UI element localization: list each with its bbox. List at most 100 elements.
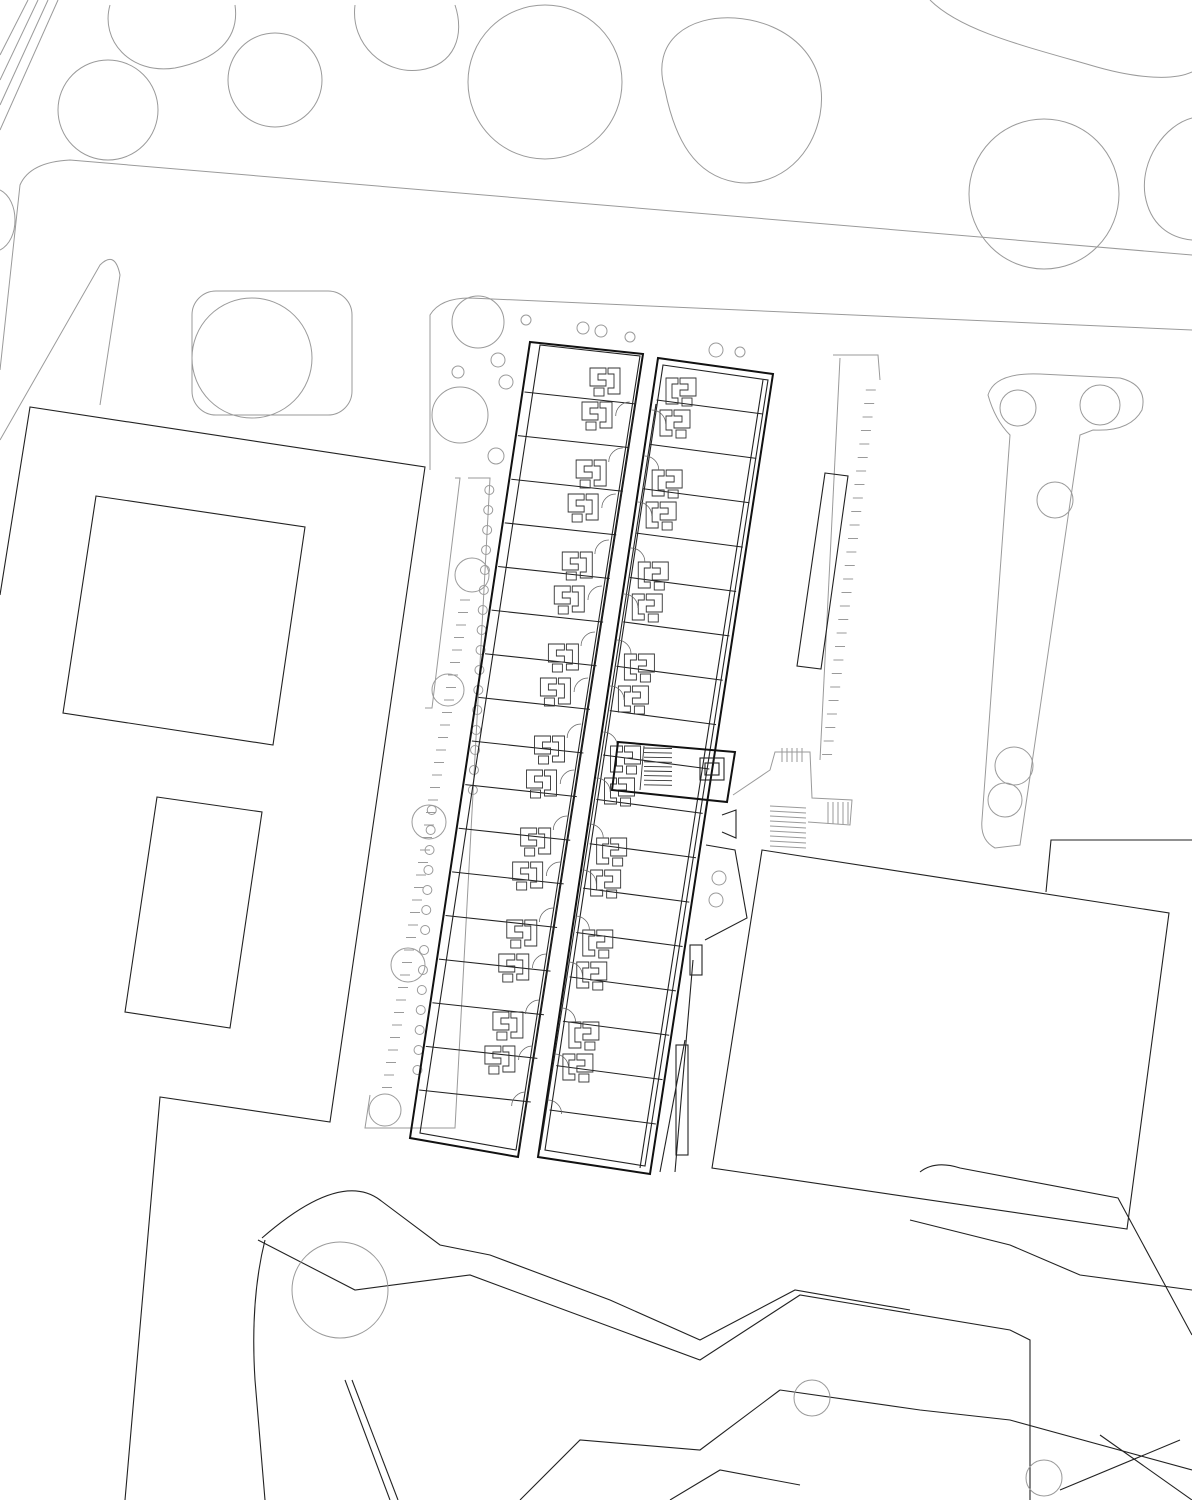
shrub: [415, 1005, 426, 1015]
bathroom-pod: [631, 593, 663, 623]
tree-canopy: [987, 782, 1023, 818]
shrub: [413, 1045, 424, 1055]
road-edge: [0, 159, 1192, 371]
bathroom-pod: [567, 493, 599, 523]
tree-canopy: [431, 673, 465, 707]
tree-canopy: [57, 59, 159, 161]
garden-path-right: [981, 373, 1144, 849]
tree-canopy: [431, 386, 489, 444]
bathroom-pod-wall: [623, 653, 637, 681]
bathroom-pod: [604, 777, 635, 807]
bathroom-pod: [520, 827, 552, 857]
bathroom-fixture: [675, 429, 687, 439]
bathroom-pod-wall: [575, 459, 593, 479]
stair-tread: [769, 820, 807, 824]
bathroom-pod-wall: [651, 561, 669, 581]
bathroom-fixture: [488, 1065, 500, 1075]
bathroom-fixture: [557, 605, 569, 615]
stair: [769, 748, 849, 849]
door-swing: [580, 631, 596, 647]
bathroom-fixture: [585, 421, 597, 431]
tree-canopy: [520, 314, 532, 326]
bathroom-pod-wall: [599, 401, 613, 429]
parking-right: [796, 354, 881, 761]
stair-tread: [643, 752, 673, 754]
bathroom-pod: [534, 735, 565, 765]
bathroom-pod-wall: [568, 1021, 582, 1049]
tree-canopy: [467, 4, 623, 160]
bathroom-pod-wall: [562, 1053, 576, 1081]
door-swing: [644, 455, 660, 471]
tree-canopy: [594, 324, 608, 338]
unit-partition: [465, 784, 577, 798]
bathroom-pod: [651, 469, 683, 499]
bike-shed: [796, 472, 849, 670]
bathroom-pod-wall: [618, 777, 635, 797]
bathroom-pod: [596, 837, 628, 867]
unit-partition: [569, 976, 676, 992]
unit-partition: [498, 565, 610, 580]
tree-canopy: [227, 32, 323, 128]
bathroom-pod-wall: [607, 367, 621, 395]
unit-partition: [576, 931, 683, 948]
unit-partition: [471, 740, 584, 754]
bathroom-pod-wall: [547, 643, 565, 663]
bathroom-pod-wall: [510, 1011, 524, 1039]
stair-tread: [643, 784, 673, 786]
tree-canopy: [999, 389, 1037, 427]
unit-partition: [656, 399, 763, 415]
shrub: [425, 825, 436, 835]
tree-canopy: [734, 346, 746, 358]
unit-partition: [419, 1089, 531, 1103]
bathroom-fixture: [681, 397, 693, 407]
bathroom-pod: [526, 769, 557, 799]
door-swing: [525, 999, 540, 1015]
unit-partition: [504, 522, 617, 536]
bathroom-pod: [547, 643, 579, 673]
shrub: [421, 905, 432, 915]
bathroom-pod-wall: [571, 585, 585, 613]
unit-partition: [623, 621, 730, 637]
unit-partition: [582, 887, 690, 903]
bathroom-pod-wall: [502, 1045, 516, 1073]
tree-canopy: [1025, 1459, 1063, 1497]
stair-tread: [769, 810, 807, 814]
building-wing-left: [408, 340, 645, 1159]
bathroom-fixture: [551, 663, 563, 673]
bathroom-pod-wall: [679, 377, 697, 397]
tree-canopy: [411, 804, 447, 840]
stair-tread: [643, 770, 673, 772]
bathroom-pod: [659, 409, 691, 439]
bathroom-fixture: [626, 765, 637, 775]
bathroom-fixture: [653, 581, 665, 591]
bathroom-pod-wall: [582, 929, 596, 957]
bathroom-pod-wall: [512, 861, 530, 881]
tree-canopy: [490, 352, 506, 368]
bathroom-pod-wall: [593, 459, 607, 487]
door-swing: [552, 815, 568, 831]
shrub: [420, 925, 431, 935]
door-swing: [617, 639, 632, 655]
bathroom-fixture: [496, 1031, 508, 1041]
bathroom-pod-wall: [590, 869, 604, 897]
tree-canopy: [994, 746, 1034, 786]
bathroom-pod-wall: [631, 685, 649, 705]
stair: [639, 745, 673, 791]
bathroom-pod-wall: [631, 593, 645, 621]
bathroom-pod: [623, 653, 655, 683]
stair-tread: [643, 765, 673, 768]
bathroom-fixture: [565, 571, 577, 581]
bathroom-pod-wall: [506, 919, 524, 939]
unit-partition: [432, 1002, 544, 1016]
tree-canopy: [0, 189, 16, 251]
main-building: [408, 340, 853, 1176]
shrub: [475, 645, 486, 655]
door-swing: [559, 769, 575, 785]
door-swing: [554, 1053, 570, 1069]
shrub: [482, 525, 493, 535]
bathroom-fixture: [543, 697, 555, 707]
bathroom-pod: [581, 401, 613, 431]
unit-partition: [517, 435, 630, 449]
unit-partition: [649, 443, 757, 459]
